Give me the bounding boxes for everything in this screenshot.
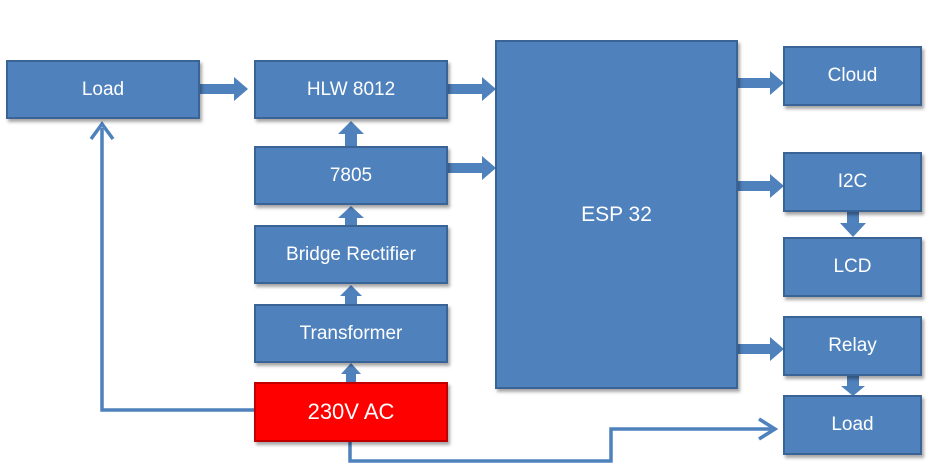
esp32-block: ESP 32 xyxy=(495,40,738,389)
regulator-7805-block: 7805 xyxy=(254,146,448,205)
i2c-block: I2C xyxy=(783,152,922,212)
load-right-block: Load xyxy=(783,395,922,455)
arrow-7805-to-hlw xyxy=(338,121,364,146)
arrow-transformer-to-bridge xyxy=(340,285,362,305)
lcd-block: LCD xyxy=(783,237,922,297)
arrow-esp-to-relay xyxy=(738,337,784,361)
arrow-i2c-to-lcd xyxy=(840,211,866,237)
arrow-hlw-to-esp xyxy=(448,77,496,101)
ac-source-block: 230V AC xyxy=(254,382,448,442)
arrow-relay-to-load xyxy=(841,376,865,396)
arrow-ac-to-transformer xyxy=(341,363,361,383)
transformer-block: Transformer xyxy=(254,304,448,363)
hlw8012-block: HLW 8012 xyxy=(254,60,448,119)
arrowhead-left-load xyxy=(89,121,115,141)
arrow-esp-to-cloud xyxy=(738,71,784,95)
load-left-block: Load xyxy=(6,60,200,119)
cloud-block: Cloud xyxy=(783,46,922,106)
arrowhead-right-load xyxy=(758,417,779,441)
wire-ac-to-left-load xyxy=(100,128,255,412)
bridge-rectifier-block: Bridge Rectifier xyxy=(254,225,448,284)
arrow-bridge-to-7805 xyxy=(338,206,364,228)
arrow-esp-to-i2c xyxy=(738,174,784,198)
arrow-load-to-hlw xyxy=(200,77,248,101)
relay-block: Relay xyxy=(783,316,922,376)
arrow-7805-to-esp xyxy=(448,156,496,180)
wire-ac-to-right-load xyxy=(348,427,772,463)
